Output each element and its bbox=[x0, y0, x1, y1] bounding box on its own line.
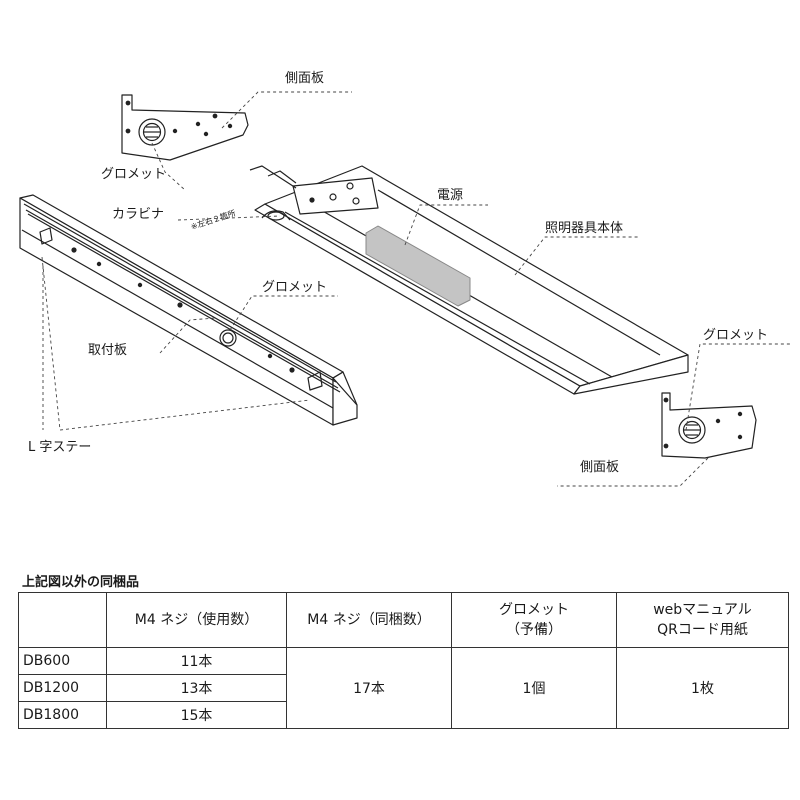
grommet-spare-cell: 1個 bbox=[451, 647, 617, 729]
label-side-panel-bottom: 側面板 bbox=[580, 460, 620, 475]
fixture-body bbox=[249, 165, 689, 395]
label-carabiner: カラビナ bbox=[112, 207, 165, 222]
model-cell: DB1200 bbox=[18, 674, 107, 702]
exploded-assembly-diagram bbox=[19, 91, 790, 487]
label-grommet-top-left: グロメット bbox=[101, 167, 167, 182]
label-side-panel-top: 側面板 bbox=[285, 71, 325, 86]
mounting-plate-and-l-stay bbox=[19, 194, 358, 426]
m4-used-cell: 11本 bbox=[106, 647, 287, 675]
accessories-table: M4 ネジ（使用数） M4 ネジ（同梱数） グロメット（予備） webマニュアル… bbox=[18, 592, 789, 729]
side-panel-right bbox=[661, 392, 757, 459]
label-power-supply: 電源 bbox=[437, 188, 464, 203]
table-row: DB600 11本 17本 1個 1枚 bbox=[18, 647, 789, 729]
side-panel-top-left bbox=[121, 94, 249, 161]
m4-included-cell: 17本 bbox=[286, 647, 452, 729]
table-header-row: M4 ネジ（使用数） M4 ネジ（同梱数） グロメット（予備） webマニュアル… bbox=[18, 592, 789, 648]
label-l-stay: L 字ステー bbox=[28, 440, 92, 455]
header-m4-included: M4 ネジ（同梱数） bbox=[286, 592, 452, 648]
label-fixture-body: 照明器具本体 bbox=[545, 221, 624, 236]
header-m4-used: M4 ネジ（使用数） bbox=[106, 592, 287, 648]
label-grommet-mid: グロメット bbox=[262, 280, 328, 295]
m4-used-cell: 13本 bbox=[106, 674, 287, 702]
label-mount-plate: 取付板 bbox=[88, 343, 128, 358]
table-row: DB1800 15本 bbox=[18, 701, 789, 729]
header-grommet-spare: グロメット（予備） bbox=[451, 592, 617, 648]
model-cell: DB600 bbox=[18, 647, 107, 675]
label-grommet-right: グロメット bbox=[703, 328, 769, 343]
m4-used-cell: 15本 bbox=[106, 701, 287, 729]
leader-lines bbox=[41, 91, 790, 487]
header-blank-cell bbox=[18, 592, 107, 648]
accessories-caption: 上記図以外の同梱品 bbox=[22, 575, 140, 590]
power-supply bbox=[365, 225, 471, 307]
manual-sheet-cell: 1枚 bbox=[616, 647, 789, 729]
model-cell: DB1800 bbox=[18, 701, 107, 729]
